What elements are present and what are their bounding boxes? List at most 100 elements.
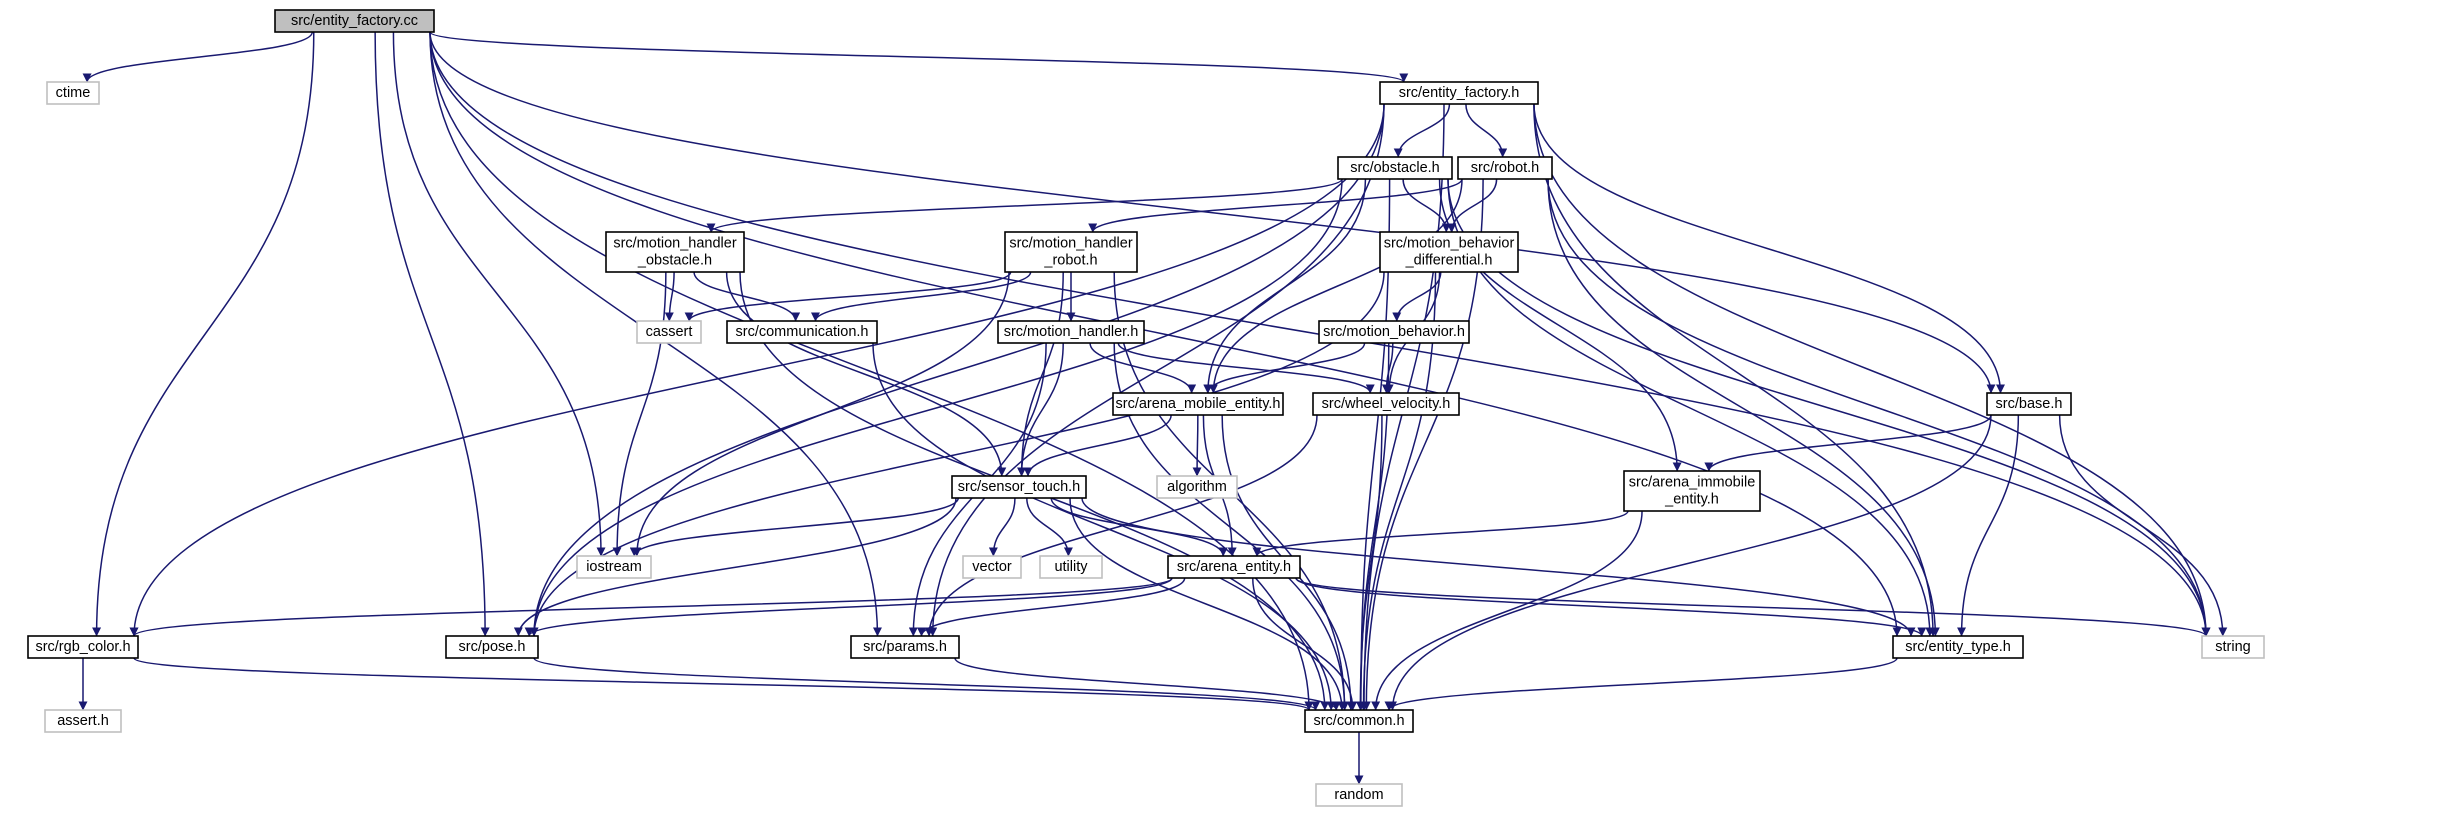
node-arena-entity-h[interactable]: src/arena_entity.h bbox=[1167, 555, 1301, 579]
node-arena-immobile-h[interactable]: src/arena_immobile_entity.h bbox=[1623, 470, 1761, 512]
edge-obstacle_h-to-arena_mobile_h bbox=[1203, 178, 1367, 394]
edge-mhr_h-to-cassert bbox=[684, 271, 1012, 322]
node-box bbox=[1156, 475, 1238, 499]
node-box bbox=[1337, 156, 1453, 180]
node-box bbox=[850, 635, 960, 659]
edge-obstacle_h-to-entity_type_h bbox=[1447, 178, 1935, 637]
node-mbd-h[interactable]: src/motion_behavior_differential.h bbox=[1379, 231, 1519, 273]
node-label: src/robot.h bbox=[1471, 160, 1540, 176]
node-box bbox=[636, 320, 702, 344]
edge-mho_h-to-cassert bbox=[664, 271, 675, 322]
edge-entity_factory_h-to-params_h bbox=[928, 103, 1385, 637]
node-box bbox=[445, 635, 539, 659]
node-assert-h: assert.h bbox=[44, 709, 122, 733]
node-sensor-touch-h[interactable]: src/sensor_touch.h bbox=[951, 475, 1087, 499]
node-box bbox=[1986, 392, 2072, 416]
edge-sensor_touch_h-to-iostream bbox=[629, 497, 959, 557]
node-entity-type-h[interactable]: src/entity_type.h bbox=[1892, 635, 2024, 659]
edge-obstacle_h-to-arena_immobile_h bbox=[1438, 178, 1682, 472]
node-box bbox=[1312, 392, 1460, 416]
edge-mhr_h-to-communication_h bbox=[811, 271, 1032, 322]
edge-entity_factory_cc-to-iostream bbox=[392, 31, 606, 557]
node-label: src/base.h bbox=[1996, 396, 2063, 412]
node-label: vector bbox=[972, 559, 1012, 575]
node-mho-h[interactable]: src/motion_handler_obstacle.h bbox=[605, 231, 745, 273]
node-algorithm: algorithm bbox=[1156, 475, 1238, 499]
node-obstacle-h[interactable]: src/obstacle.h bbox=[1337, 156, 1453, 180]
edge-sensor_touch_h-to-arena_entity_h bbox=[1050, 497, 1228, 557]
edge-robot_h-to-mbd_h bbox=[1447, 178, 1498, 233]
node-iostream: iostream bbox=[576, 555, 652, 579]
edge-robot_h-to-string bbox=[1547, 178, 2211, 637]
edge-sensor_touch_h-to-entity_type_h bbox=[1081, 497, 1916, 637]
edge-arena_immobile_h-to-arena_entity_h bbox=[1252, 510, 1629, 557]
node-motion-behavior-h[interactable]: src/motion_behavior.h bbox=[1318, 320, 1470, 344]
node-entity-factory-cc[interactable]: src/entity_factory.cc bbox=[274, 9, 435, 33]
node-base-h[interactable]: src/base.h bbox=[1986, 392, 2072, 416]
node-box bbox=[1892, 635, 2024, 659]
node-label: src/pose.h bbox=[459, 639, 526, 655]
edge-obstacle_h-to-common_h bbox=[1356, 178, 1391, 711]
node-random: random bbox=[1315, 783, 1403, 807]
node-rgb-color-h[interactable]: src/rgb_color.h bbox=[27, 635, 139, 659]
edge-entity_factory_cc-to-base_h bbox=[429, 31, 1996, 394]
edge-arena_immobile_h-to-common_h bbox=[1371, 510, 1643, 711]
node-arena-mobile-h[interactable]: src/arena_mobile_entity.h bbox=[1112, 392, 1284, 416]
node-label: src/arena_entity.h bbox=[1177, 559, 1291, 575]
edge-motion_handler_h-to-arena_mobile_h bbox=[1089, 342, 1197, 394]
node-wheel-velocity-h[interactable]: src/wheel_velocity.h bbox=[1312, 392, 1460, 416]
node-label: src/entity_type.h bbox=[1905, 639, 2011, 655]
edge-arena_mobile_h-to-sensor_touch_h bbox=[1023, 414, 1172, 477]
node-common-h[interactable]: src/common.h bbox=[1304, 709, 1414, 733]
edge-arena_entity_h-to-rgb_color_h bbox=[129, 577, 1173, 637]
node-box bbox=[1304, 709, 1414, 733]
node-label: src/entity_factory.cc bbox=[291, 13, 418, 29]
edge-motion_handler_h-to-wheel_velocity_h bbox=[1117, 342, 1375, 394]
node-label: src/communication.h bbox=[736, 324, 869, 340]
node-label: utility bbox=[1054, 559, 1088, 575]
edge-params_h-to-common_h bbox=[954, 657, 1341, 711]
edge-sensor_touch_h-to-utility bbox=[1026, 497, 1073, 557]
node-robot-h[interactable]: src/robot.h bbox=[1457, 156, 1553, 180]
node-box bbox=[576, 555, 652, 579]
edge-obstacle_h-to-mbd_h bbox=[1402, 178, 1451, 233]
edge-mhr_h-to-sensor_touch_h bbox=[1017, 271, 1064, 477]
edge-entity_factory_h-to-base_h bbox=[1533, 103, 2005, 394]
node-cassert: cassert bbox=[636, 320, 702, 344]
edge-entity_factory_h-to-robot_h bbox=[1465, 103, 1508, 158]
edge-entity_factory_h-to-rgb_color_h bbox=[129, 103, 1385, 637]
node-label: src/params.h bbox=[863, 639, 947, 655]
node-mhr-h[interactable]: src/motion_handler_robot.h bbox=[1004, 231, 1138, 273]
node-box bbox=[1379, 231, 1519, 273]
node-box bbox=[962, 555, 1022, 579]
edge-robot_h-to-arena_mobile_h bbox=[1208, 178, 1463, 394]
node-box bbox=[997, 320, 1145, 344]
edge-entity_factory_cc-to-entity_type_h bbox=[429, 31, 1902, 637]
edge-mhr_h-to-iostream bbox=[632, 271, 1010, 557]
node-label: src/motion_handler bbox=[613, 236, 736, 252]
node-label: src/motion_handler bbox=[1009, 236, 1132, 252]
edge-motion_handler_h-to-sensor_touch_h bbox=[1017, 342, 1064, 477]
node-label: iostream bbox=[586, 559, 642, 575]
node-box bbox=[1004, 231, 1138, 273]
node-box bbox=[27, 635, 139, 659]
node-label: _robot.h bbox=[1043, 253, 1097, 269]
node-box bbox=[1318, 320, 1470, 344]
node-communication-h[interactable]: src/communication.h bbox=[726, 320, 878, 344]
edge-entity_factory_cc-to-common_h bbox=[429, 31, 1314, 711]
node-box bbox=[2201, 635, 2265, 659]
node-entity-factory-h[interactable]: src/entity_factory.h bbox=[1379, 81, 1539, 105]
edge-sensor_touch_h-to-vector bbox=[988, 497, 1016, 557]
node-label: random bbox=[1334, 787, 1383, 803]
node-motion-handler-h[interactable]: src/motion_handler.h bbox=[997, 320, 1145, 344]
node-pose-h[interactable]: src/pose.h bbox=[445, 635, 539, 659]
edge-motion_behavior_h-to-wheel_velocity_h bbox=[1381, 342, 1394, 394]
edge-mbd_h-to-common_h bbox=[1359, 271, 1437, 711]
node-label: src/arena_mobile_entity.h bbox=[1116, 396, 1281, 412]
node-label: _entity.h bbox=[1664, 492, 1719, 508]
node-vector: vector bbox=[962, 555, 1022, 579]
edge-entity_factory_cc-to-rgb_color_h bbox=[92, 31, 315, 637]
node-box bbox=[274, 9, 435, 33]
node-params-h[interactable]: src/params.h bbox=[850, 635, 960, 659]
